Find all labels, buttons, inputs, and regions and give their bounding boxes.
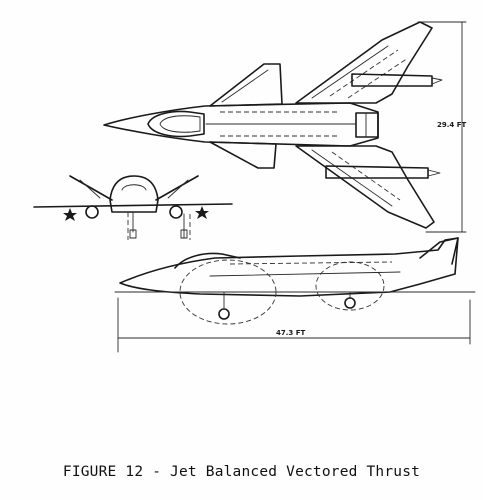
- length-dimension-label: 47.3 FT: [276, 329, 306, 337]
- front-view: [33, 175, 233, 240]
- side-view: [114, 237, 476, 353]
- span-dimension-label: 29.4 FT: [437, 121, 467, 129]
- plan-view: [103, 21, 467, 233]
- figure-caption: FIGURE 12 - Jet Balanced Vectored Thrust: [62, 464, 421, 480]
